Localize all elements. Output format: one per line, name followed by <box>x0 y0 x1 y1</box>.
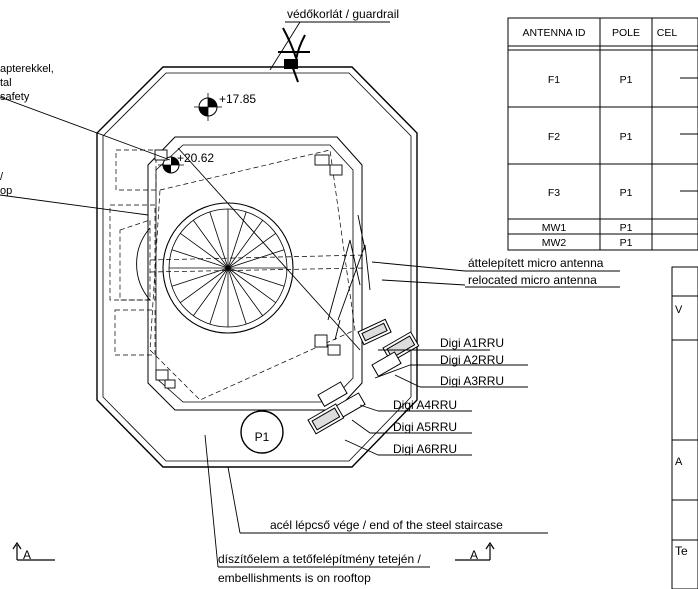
section-label-right: A <box>470 548 478 562</box>
table-row-mw2-id: MW2 <box>542 237 567 249</box>
roof-ornament-disk <box>162 202 294 334</box>
table-row-f2-pole: P1 <box>620 131 633 143</box>
pole-p1-circle <box>240 410 284 454</box>
roof-structure-octagon <box>147 136 363 411</box>
title-block-cell-1: V <box>675 304 683 316</box>
rru-label-a4: Digi A4RRU <box>393 398 457 412</box>
rru-label-a2: Digi A2RRU <box>440 353 504 367</box>
lightning-rod-symbol <box>278 27 310 83</box>
outer-guardrail-octagon <box>96 66 418 468</box>
table-header-antenna-id: ANTENNA ID <box>522 27 585 39</box>
table-header-cel: CEL <box>657 27 678 39</box>
antenna-table <box>507 17 698 251</box>
table-row-f3-pole: P1 <box>620 187 633 199</box>
diagonal-axis <box>177 147 361 351</box>
corner-equipment <box>154 149 343 389</box>
table-row-f1-pole: P1 <box>620 74 633 86</box>
disk-spoke <box>209 267 229 325</box>
disk-spoke <box>180 232 229 269</box>
rru-label-a6: Digi A6RRU <box>393 442 457 456</box>
elevation-marker-1 <box>194 93 222 121</box>
disk-spoke <box>227 249 285 269</box>
section-label-left: A <box>23 548 31 562</box>
disk-spoke <box>227 211 247 269</box>
table-row-f2-id: F2 <box>548 131 560 143</box>
section-marker-left <box>12 541 55 561</box>
disk-spoke <box>171 249 229 269</box>
relocated-antenna-hu: áttelepített micro antenna <box>468 256 604 270</box>
title-block-cell-3: Te <box>675 544 688 558</box>
micro-antenna-lines <box>327 214 371 341</box>
leader-lines <box>0 21 620 568</box>
rru-units <box>307 318 420 435</box>
left-note-1: apterekkel, <box>0 63 54 75</box>
section-marker-right <box>455 541 495 561</box>
relocated-antenna-en: relocated micro antenna <box>468 273 597 287</box>
embellishment-label-en: embellishments is on rooftop <box>218 571 371 585</box>
disk-spoke <box>227 267 247 325</box>
elevation-marker-2 <box>158 156 184 174</box>
rru-label-a1: Digi A1RRU <box>440 336 504 350</box>
rru-label-a3: Digi A3RRU <box>440 374 504 388</box>
staircase-label: acél lépcső vége / end of the steel stai… <box>270 518 503 532</box>
table-row-mw1-pole: P1 <box>620 222 633 234</box>
outer-guardrail-inner-line <box>102 72 412 462</box>
left-note-5: op <box>0 185 12 197</box>
table-row-mw1-id: MW1 <box>542 222 567 234</box>
disk-spoke <box>171 267 229 287</box>
elevation-label-2: +20.62 <box>177 151 214 165</box>
title-block <box>671 266 698 589</box>
disk-spoke <box>192 267 229 316</box>
guardrail-label: védőkorlát / guardrail <box>287 7 399 21</box>
disk-spoke <box>227 267 264 316</box>
pole-p1-label: P1 <box>255 430 270 444</box>
elevation-label-1: +17.85 <box>219 92 256 106</box>
disk-spoke <box>227 267 285 287</box>
rru-label-a5: Digi A5RRU <box>393 420 457 434</box>
left-note-3: safety <box>0 91 30 103</box>
table-header-pole: POLE <box>612 27 640 39</box>
dashed-outlines <box>109 149 366 401</box>
left-note-2: tal <box>0 77 12 89</box>
disk-spoke <box>192 220 229 269</box>
left-note-4: / <box>0 171 4 183</box>
table-row-f1-id: F1 <box>548 74 560 86</box>
left-arc <box>136 227 151 301</box>
disk-spoke <box>209 211 229 269</box>
disk-spoke <box>227 232 276 269</box>
table-row-f3-id: F3 <box>548 187 560 199</box>
roof-structure-inner-octagon <box>155 144 354 403</box>
table-row-mw2-pole: P1 <box>620 237 633 249</box>
disk-spoke <box>227 220 264 269</box>
disk-spoke <box>180 267 229 304</box>
disk-spoke <box>227 267 276 304</box>
embellishment-label-hu: díszítőelem a tetőfelépítmény tetején / <box>218 552 421 566</box>
title-block-cell-2: A <box>675 456 683 468</box>
